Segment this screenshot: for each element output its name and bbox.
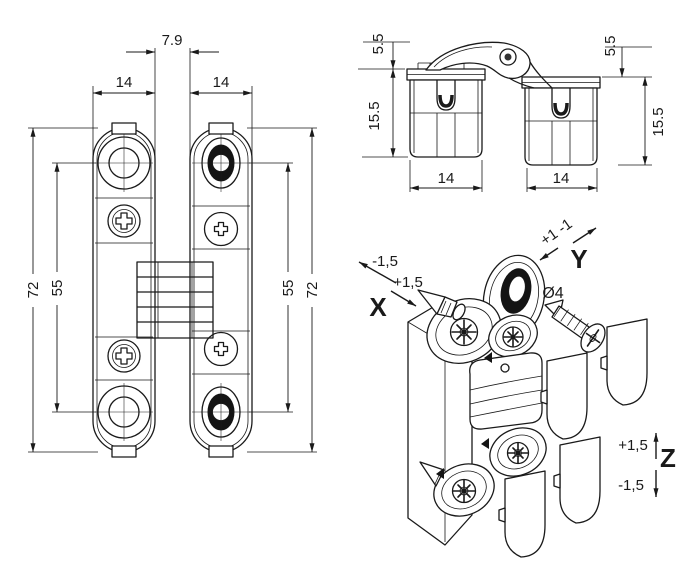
front-dim-height-left-label: 72 xyxy=(25,282,42,299)
side-left-cup xyxy=(406,62,486,158)
front-dim-width-left-label: 14 xyxy=(116,74,133,91)
side-dim-arm-left-label: 5.5 xyxy=(370,34,387,55)
knuckle-barrel xyxy=(469,352,543,430)
preset-screw-bottom xyxy=(419,461,445,487)
side-view: 5.5 15.5 5.5 15.5 14 14 xyxy=(358,34,667,192)
axis-z-annotation: +1,5 -1,5 Z xyxy=(618,432,676,498)
front-dim-width-right-label: 14 xyxy=(213,74,230,91)
axis-y-annotation: +1 -1 Y xyxy=(537,215,597,274)
adjustment-screw-upper-left xyxy=(107,204,141,238)
adjustment-screw-upper-right xyxy=(203,211,239,247)
axis-z-neg-label: -1,5 xyxy=(618,477,644,494)
front-dim-height-right-label: 72 xyxy=(304,282,321,299)
cover-cap-2 xyxy=(540,352,588,440)
front-view: 7.9 14 14 72 55 55 72 xyxy=(25,32,321,458)
adjustment-screw-lower-right xyxy=(203,331,239,367)
front-right-body xyxy=(189,122,253,458)
top-notch xyxy=(111,122,137,135)
side-dim-arm-right-label: 5.5 xyxy=(602,36,619,57)
lower-right-cup xyxy=(489,427,547,477)
side-view-dimensions: 5.5 15.5 5.5 15.5 14 14 xyxy=(358,34,667,192)
bottom-notch xyxy=(111,445,137,458)
axis-y-label: Y xyxy=(570,244,587,274)
y-neg-arrow-icon xyxy=(539,247,559,261)
front-view-dimensions: 7.9 14 14 72 55 55 72 xyxy=(25,32,321,453)
y-pos-arrow-icon xyxy=(572,227,597,244)
axis-x-neg-label: -1,5 xyxy=(372,253,398,270)
axis-x-pos-label: +1,5 xyxy=(393,274,423,291)
side-dim-depth-left-label: 15.5 xyxy=(366,101,383,130)
cover-cap-1 xyxy=(600,318,648,406)
axis-x-label: X xyxy=(369,292,387,322)
screw-diameter-label: Ø4 xyxy=(542,285,563,302)
front-dim-spacing-left-label: 55 xyxy=(49,280,66,297)
side-dim-width-left-label: 14 xyxy=(438,170,455,187)
axis-z-label: Z xyxy=(660,443,676,473)
cover-cap-3 xyxy=(553,436,601,524)
x-neg-arrow-icon xyxy=(358,261,397,284)
front-left-body xyxy=(92,122,156,458)
axis-x-annotation: -1,5 +1,5 X xyxy=(358,253,423,322)
adjustment-screw-lower-left xyxy=(107,339,141,373)
bottom-notch xyxy=(208,445,234,458)
exploded-view: -1,5 +1,5 X +1 -1 Y +1,5 -1,5 Z Ø4 xyxy=(358,215,676,558)
side-dim-width-right-label: 14 xyxy=(553,170,570,187)
mounting-screw xyxy=(544,299,606,353)
side-dim-depth-right-label: 15.5 xyxy=(650,107,667,136)
top-notch xyxy=(208,122,234,135)
x-pos-arrow-icon xyxy=(390,290,417,307)
cover-cap-4 xyxy=(498,470,546,558)
preset-screw-top xyxy=(417,289,466,321)
front-dim-spacing-right-label: 55 xyxy=(280,280,297,297)
side-right-cup xyxy=(521,76,601,166)
front-dim-gap-label: 7.9 xyxy=(162,32,183,49)
axis-z-pos-label: +1,5 xyxy=(618,437,648,454)
hinge-linkage xyxy=(136,261,214,339)
lower-left-cup xyxy=(433,463,495,517)
hinge-arm xyxy=(425,41,553,89)
